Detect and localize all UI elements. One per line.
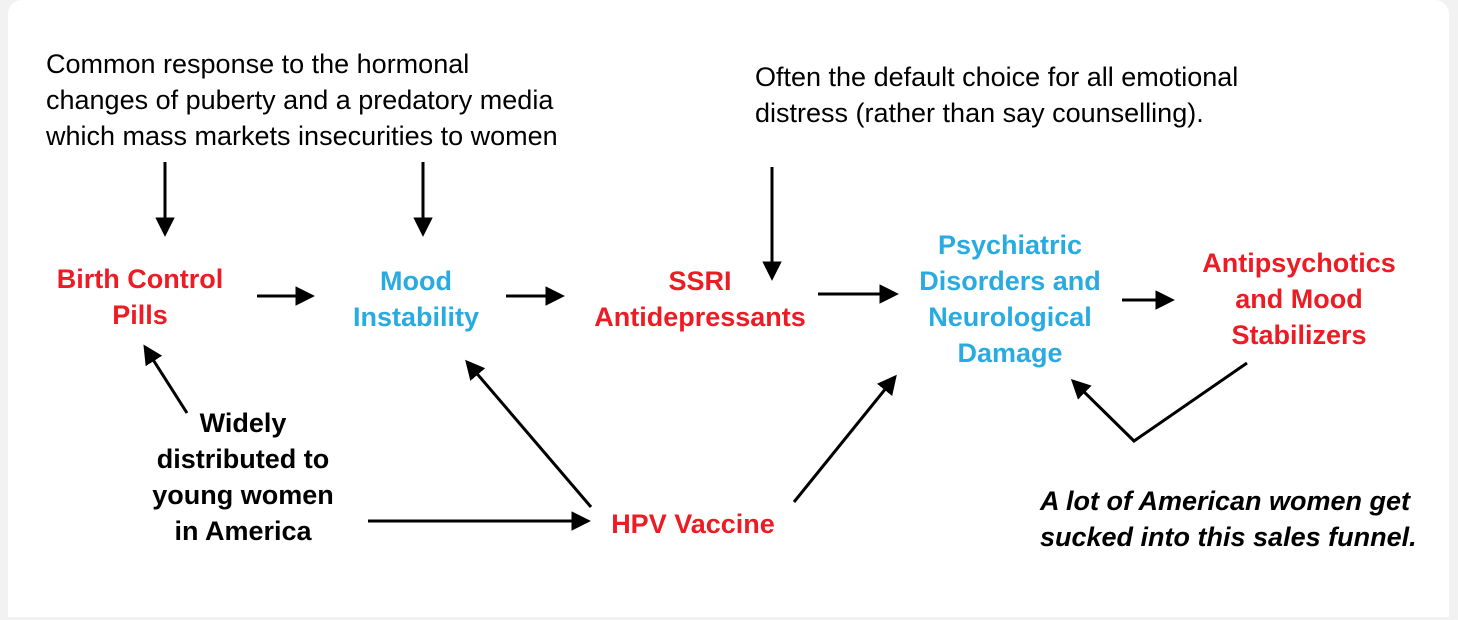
note-default-choice: Often the default choice for all emotion… bbox=[755, 62, 1239, 128]
node-mood-instability: Mood Instability bbox=[352, 266, 480, 332]
node-antipsychotics-mood-stabilizers: Antipsychotics and Mood Stabilizers bbox=[1202, 248, 1396, 350]
node-hpv-vaccine: HPV Vaccine bbox=[611, 509, 775, 539]
note-puberty: Common response to the hormonal changes … bbox=[46, 49, 558, 151]
node-psychiatric-disorders: Psychiatric Disorders and Neurological D… bbox=[919, 230, 1101, 368]
diagram-canvas bbox=[8, 0, 1449, 617]
node-ssri-antidepressants: SSRI Antidepressants bbox=[594, 266, 806, 332]
node-birth-control-pills: Birth Control Pills bbox=[56, 264, 224, 330]
note-widely-distributed: Widely distributed to young women in Ame… bbox=[152, 408, 334, 546]
note-sales-funnel: A lot of American women get sucked into … bbox=[1040, 486, 1417, 552]
